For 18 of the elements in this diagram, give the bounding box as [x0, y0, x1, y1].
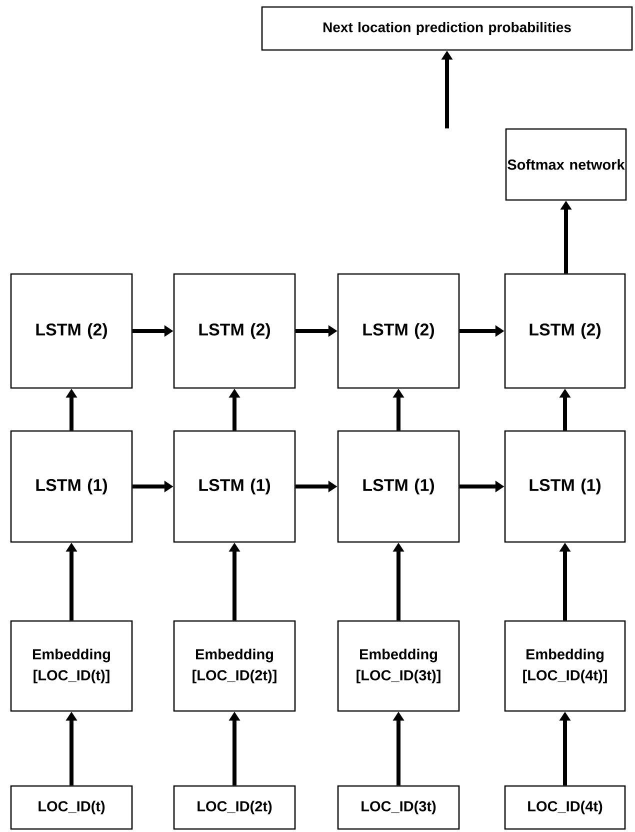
- embedding-box: Embedding [LOC_ID(t)]: [10, 620, 133, 712]
- embedding-box: Embedding [LOC_ID(2t)]: [173, 620, 296, 712]
- input-box: LOC_ID(4t): [504, 785, 626, 830]
- embedding-box: Embedding [LOC_ID(4t)]: [504, 620, 626, 712]
- lstm-box: LSTM (2): [173, 273, 296, 389]
- lstm-box: LSTM (1): [337, 430, 460, 543]
- input-box: LOC_ID(2t): [173, 785, 296, 830]
- lstm-box: LSTM (1): [173, 430, 296, 543]
- lstm-box: LSTM (1): [10, 430, 133, 543]
- lstm-box: LSTM (2): [337, 273, 460, 389]
- input-box: LOC_ID(t): [10, 785, 133, 830]
- output-box: Next location prediction probabilities: [261, 6, 633, 51]
- lstm-box: LSTM (1): [504, 430, 626, 543]
- lstm-box: LSTM (2): [504, 273, 626, 389]
- softmax-box: Softmax network: [505, 128, 627, 201]
- embedding-box: Embedding [LOC_ID(3t)]: [337, 620, 460, 712]
- input-box: LOC_ID(3t): [337, 785, 460, 830]
- lstm-box: LSTM (2): [10, 273, 133, 389]
